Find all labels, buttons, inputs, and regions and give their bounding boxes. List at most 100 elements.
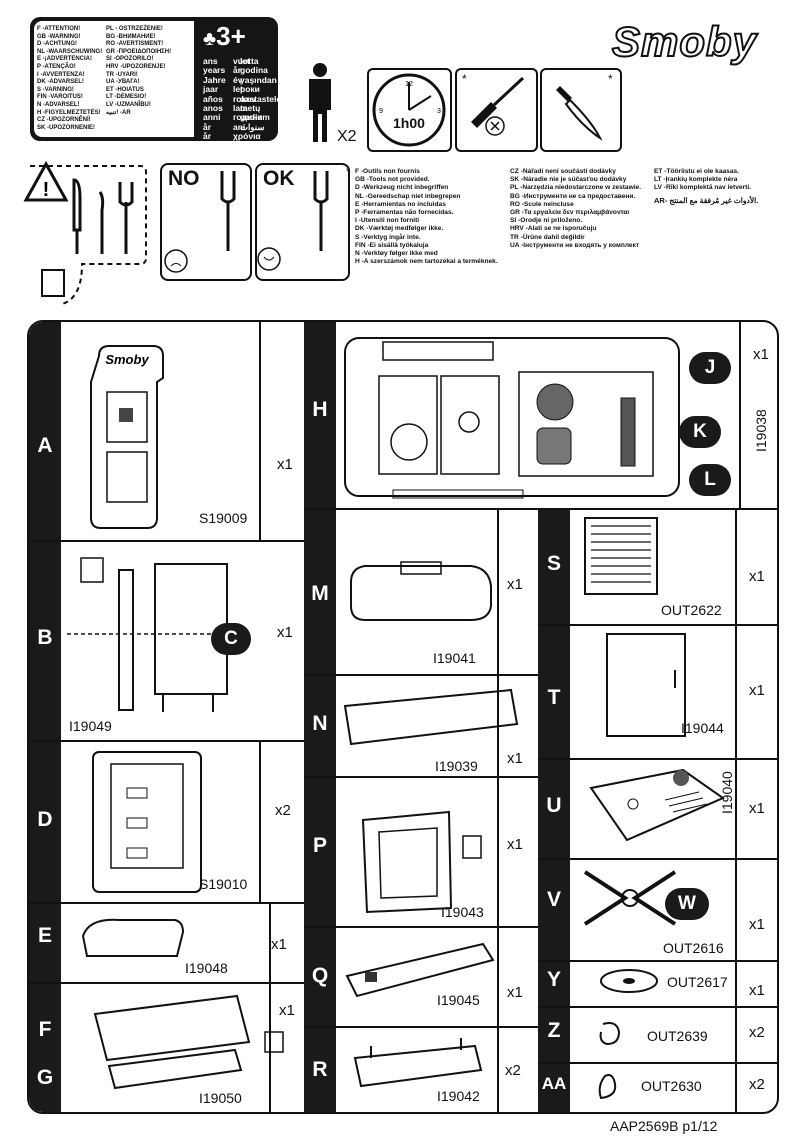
part-n-code: I19039 (435, 758, 478, 774)
part-y-code: OUT2617 (667, 974, 728, 990)
part-label-f: F (38, 1018, 52, 1041)
no-label: NO (168, 167, 200, 190)
part-label-p: P (312, 834, 327, 857)
svg-text:12: 12 (405, 81, 413, 88)
part-aa-code: OUT2630 (641, 1078, 702, 1094)
part-label-b: B (37, 626, 53, 649)
part-h-code: I19038 (753, 409, 769, 452)
part-v-code: OUT2616 (663, 940, 724, 956)
warning-col-1: F -ATTENTION!GB -WARNING!D -ACHTUNG!NL -… (37, 26, 103, 131)
part-c-callout: C (211, 623, 251, 655)
part-a-code: S19009 (199, 510, 248, 526)
part-s-code: OUT2622 (661, 602, 722, 618)
part-u-qty: x1 (749, 800, 765, 817)
part-g-code: I19050 (199, 1090, 242, 1106)
middle-letter-bar (304, 322, 336, 1112)
svg-text:!: ! (43, 179, 50, 201)
warning-col-2: PL - OSTRZEŻENIE!BG -ВНИМАНИЕ!RO -AVERTI… (106, 26, 172, 116)
tools-note-col-3: ET -Tööriistu ei ole kaasas.LT -Įrankių … (654, 168, 759, 205)
child-icon: ♣ (203, 28, 217, 50)
part-h-qty: x1 (753, 346, 769, 363)
part-r-qty: x2 (505, 1062, 521, 1079)
parts-grid: A B D E F G H M N P Q R S T U V Y Z AA S… (27, 320, 779, 1114)
fork-with-sticker-icon (164, 171, 236, 273)
part-label-u: U (546, 794, 562, 817)
part-label-v: V (546, 888, 561, 911)
part-a-panel-drawing: Smoby (90, 345, 164, 529)
part-e-code: I19048 (185, 960, 228, 976)
part-n-qty: x1 (507, 750, 523, 767)
part-y-qty: x1 (749, 982, 765, 999)
tools-asterisk: * (346, 166, 351, 178)
part-m-hob-drawing (350, 561, 492, 621)
part-d-bracket-drawing (92, 751, 202, 893)
part-b-qty: x1 (277, 624, 293, 641)
part-u-sink-drawing (589, 768, 726, 842)
page-footer: AAP2569B p1/12 (610, 1118, 718, 1134)
warning-panel: F -ATTENTION!GB -WARNING!D -ACHTUNG!NL -… (30, 17, 278, 141)
knife-icon (556, 86, 603, 141)
part-l-callout: L (689, 464, 731, 496)
part-label-n: N (312, 712, 328, 735)
part-p-door-drawing (361, 810, 482, 914)
part-t-qty: x1 (749, 682, 765, 699)
part-label-h: H (312, 398, 328, 421)
part-v-stand-drawing (583, 870, 677, 926)
part-t-panel-door-drawing (606, 633, 686, 737)
part-m-code: I19041 (433, 650, 476, 666)
sharp-cutlery-warning: ! (22, 158, 150, 308)
part-label-s: S (546, 552, 561, 575)
part-label-m: M (311, 582, 329, 605)
ok-label: OK (263, 167, 295, 190)
part-w-callout: W (665, 888, 709, 920)
part-k-callout: K (679, 416, 721, 448)
left-letter-bar (29, 322, 61, 1112)
screwdriver-icon (471, 76, 525, 136)
part-a-qty: x1 (277, 456, 293, 473)
adult-person-icon (309, 63, 331, 142)
part-q-code: I19045 (437, 992, 480, 1008)
part-label-g: G (36, 1066, 54, 1089)
part-v-qty: x1 (749, 916, 765, 933)
adults-count: X2 (337, 128, 357, 145)
warning-triangle-icon: ! (23, 160, 147, 305)
part-label-z: Z (547, 1019, 561, 1042)
part-q-control-panel-drawing (345, 942, 495, 998)
part-r-code: I19042 (437, 1088, 480, 1104)
part-e-cover-drawing (81, 918, 185, 957)
svg-text:Smoby: Smoby (105, 352, 149, 367)
part-s-vent-grille-drawing (584, 517, 658, 595)
part-z-qty: x2 (749, 1024, 765, 1041)
part-p-code: I19043 (441, 904, 484, 920)
part-d-code: S19010 (199, 876, 248, 892)
part-label-e: E (37, 924, 52, 947)
part-e-qty: x1 (271, 936, 287, 953)
knife-box: * (540, 68, 622, 152)
part-b-code: I19049 (69, 718, 112, 734)
part-label-d: D (37, 808, 53, 831)
assembly-time: 1h00 (391, 115, 427, 131)
clean-fork-icon (257, 171, 329, 271)
part-y-gear-drawing (600, 969, 658, 993)
part-r-drawer-drawing (353, 1038, 483, 1088)
part-z-knob-drawing (599, 1022, 621, 1046)
part-z-code: OUT2639 (647, 1028, 708, 1044)
part-aa-qty: x2 (749, 1076, 765, 1093)
part-s-qty: x1 (749, 568, 765, 585)
right-letter-bar (538, 508, 570, 1112)
age-label: ♣3+ (203, 21, 246, 51)
part-t-code: I19044 (681, 720, 724, 736)
part-label-q: Q (311, 964, 329, 987)
part-d-qty: x2 (275, 802, 291, 819)
clock-icon: 12 3 9 (372, 73, 446, 147)
part-label-aa: AA (541, 1074, 567, 1093)
part-p-qty: x1 (507, 836, 523, 853)
no-cutlery-panel: NO (160, 163, 252, 281)
part-fg-shelf-drawing (93, 994, 284, 1090)
screwdriver-box: * (455, 68, 538, 152)
